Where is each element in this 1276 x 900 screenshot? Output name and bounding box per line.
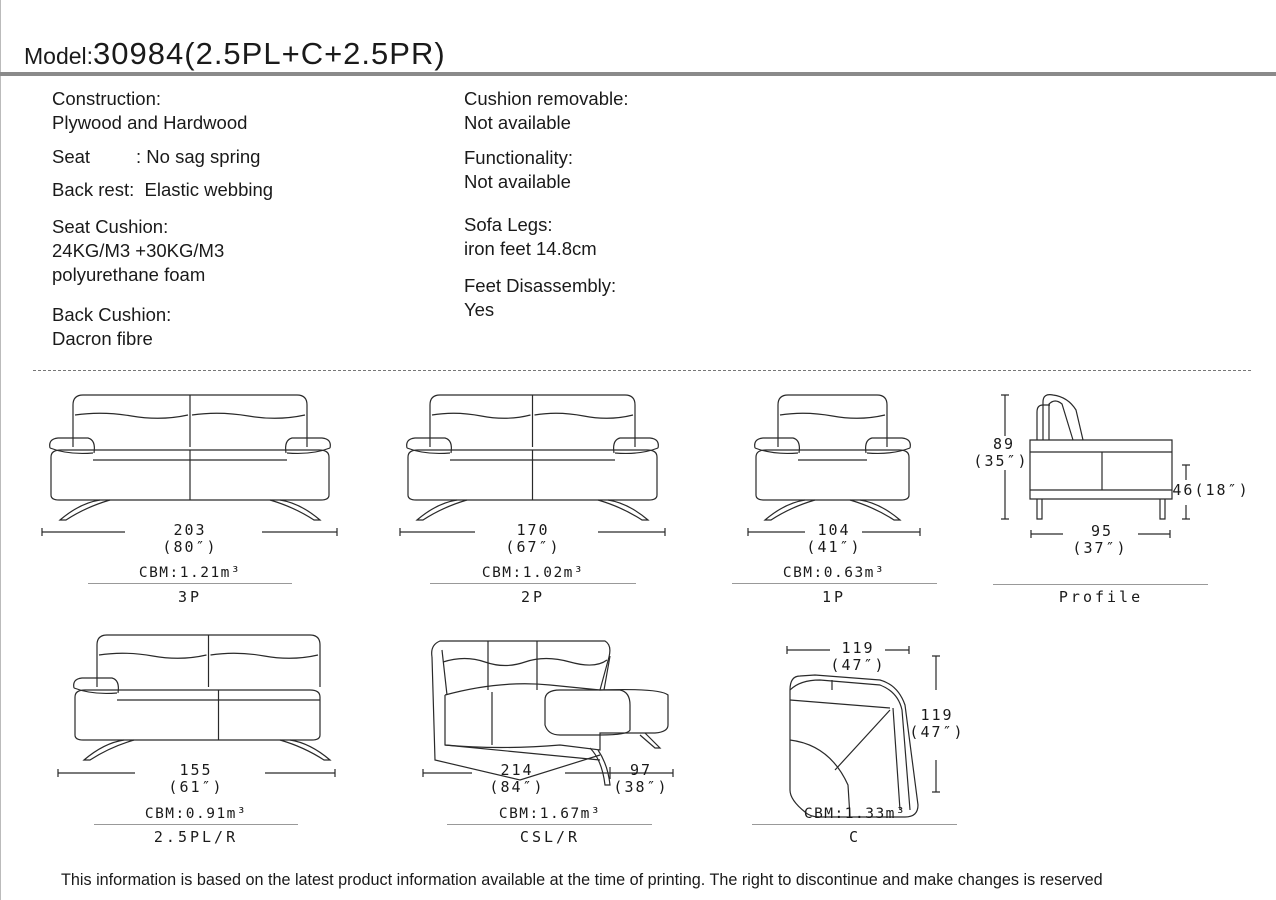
spec-sofa-legs: Sofa Legs:iron feet 14.8cm [464, 214, 597, 259]
dim-3p-in: (80″) [162, 538, 218, 556]
dim-2p-cm: 170 [516, 521, 550, 539]
spec-feet-disassembly: Feet Disassembly:Yes [464, 275, 617, 320]
dim-csl-in: (84″) [489, 778, 545, 796]
label-csl: CSL/R [519, 828, 581, 846]
separator [430, 583, 636, 584]
label-profile: Profile [1058, 588, 1144, 606]
sofa-csl-drawing [422, 640, 674, 786]
dim-profile-height-cm: 89 [992, 435, 1016, 453]
sofa-2p-drawing [399, 394, 666, 536]
title-rule [0, 72, 1276, 76]
dim-25pl-cm: 155 [179, 761, 213, 779]
dim-c-width-in: (47″) [830, 656, 886, 674]
separator [732, 583, 937, 584]
sofa-1p-drawing [747, 394, 921, 536]
cbm-2p: CBM:1.02m³ [481, 565, 585, 581]
sofa-3p-drawing [41, 394, 338, 536]
dim-c-depth-in: (47″) [909, 723, 965, 741]
spec-seat: Seat: No sag spring [52, 146, 261, 167]
sofa-profile-drawing [1001, 394, 1190, 538]
dim-profile-height-in: (35″) [973, 452, 1029, 470]
sofa-25pl-drawing [57, 634, 336, 777]
label-3p: 3P [177, 588, 203, 606]
section-divider [33, 370, 1251, 371]
label-c: C [848, 828, 862, 846]
separator [993, 584, 1208, 585]
model-number: 30984(2.5PL+C+2.5PR) [93, 36, 446, 71]
separator [88, 583, 292, 584]
dim-2p-in: (67″) [505, 538, 561, 556]
separator [94, 824, 298, 825]
separator [447, 824, 652, 825]
spec-back-rest: Back rest: Elastic webbing [52, 179, 274, 200]
cbm-25pl: CBM:0.91m³ [144, 806, 248, 822]
cbm-1p: CBM:0.63m³ [782, 565, 886, 581]
dim-1p-cm: 104 [817, 521, 851, 539]
disclaimer: This information is based on the latest … [61, 871, 1103, 889]
dim-1p-in: (41″) [806, 538, 862, 556]
spec-back-cushion: Back Cushion:Dacron fibre [52, 304, 172, 349]
label-2p: 2P [520, 588, 546, 606]
cbm-csl: CBM:1.67m³ [498, 806, 602, 822]
dim-3p-cm: 203 [173, 521, 207, 539]
cbm-3p: CBM:1.21m³ [138, 565, 242, 581]
spec-construction: Construction:Plywood and Hardwood [52, 88, 248, 133]
label-1p: 1P [821, 588, 847, 606]
sofa-corner-drawing [786, 646, 940, 818]
dim-25pl-in: (61″) [168, 778, 224, 796]
dim-c-width-cm: 119 [841, 639, 875, 657]
dim-profile-depth-in: (37″) [1072, 539, 1128, 557]
dim-profile-seat-height: 46(18″) [1172, 481, 1250, 499]
cbm-c: CBM:1.33m³ [803, 806, 907, 822]
separator [752, 824, 957, 825]
spec-functionality: Functionality:Not available [464, 147, 573, 192]
dim-csl-chaise-cm: 97 [629, 761, 653, 779]
dim-csl-cm: 214 [500, 761, 534, 779]
dim-c-depth-cm: 119 [920, 706, 954, 724]
page-border [0, 0, 1, 900]
page-title: Model:30984(2.5PL+C+2.5PR) [24, 36, 446, 71]
label-25pl: 2.5PL/R [153, 828, 239, 846]
dim-csl-chaise-in: (38″) [613, 778, 669, 796]
spec-cushion-removable: Cushion removable:Not available [464, 88, 629, 133]
dim-profile-depth-cm: 95 [1090, 522, 1114, 540]
